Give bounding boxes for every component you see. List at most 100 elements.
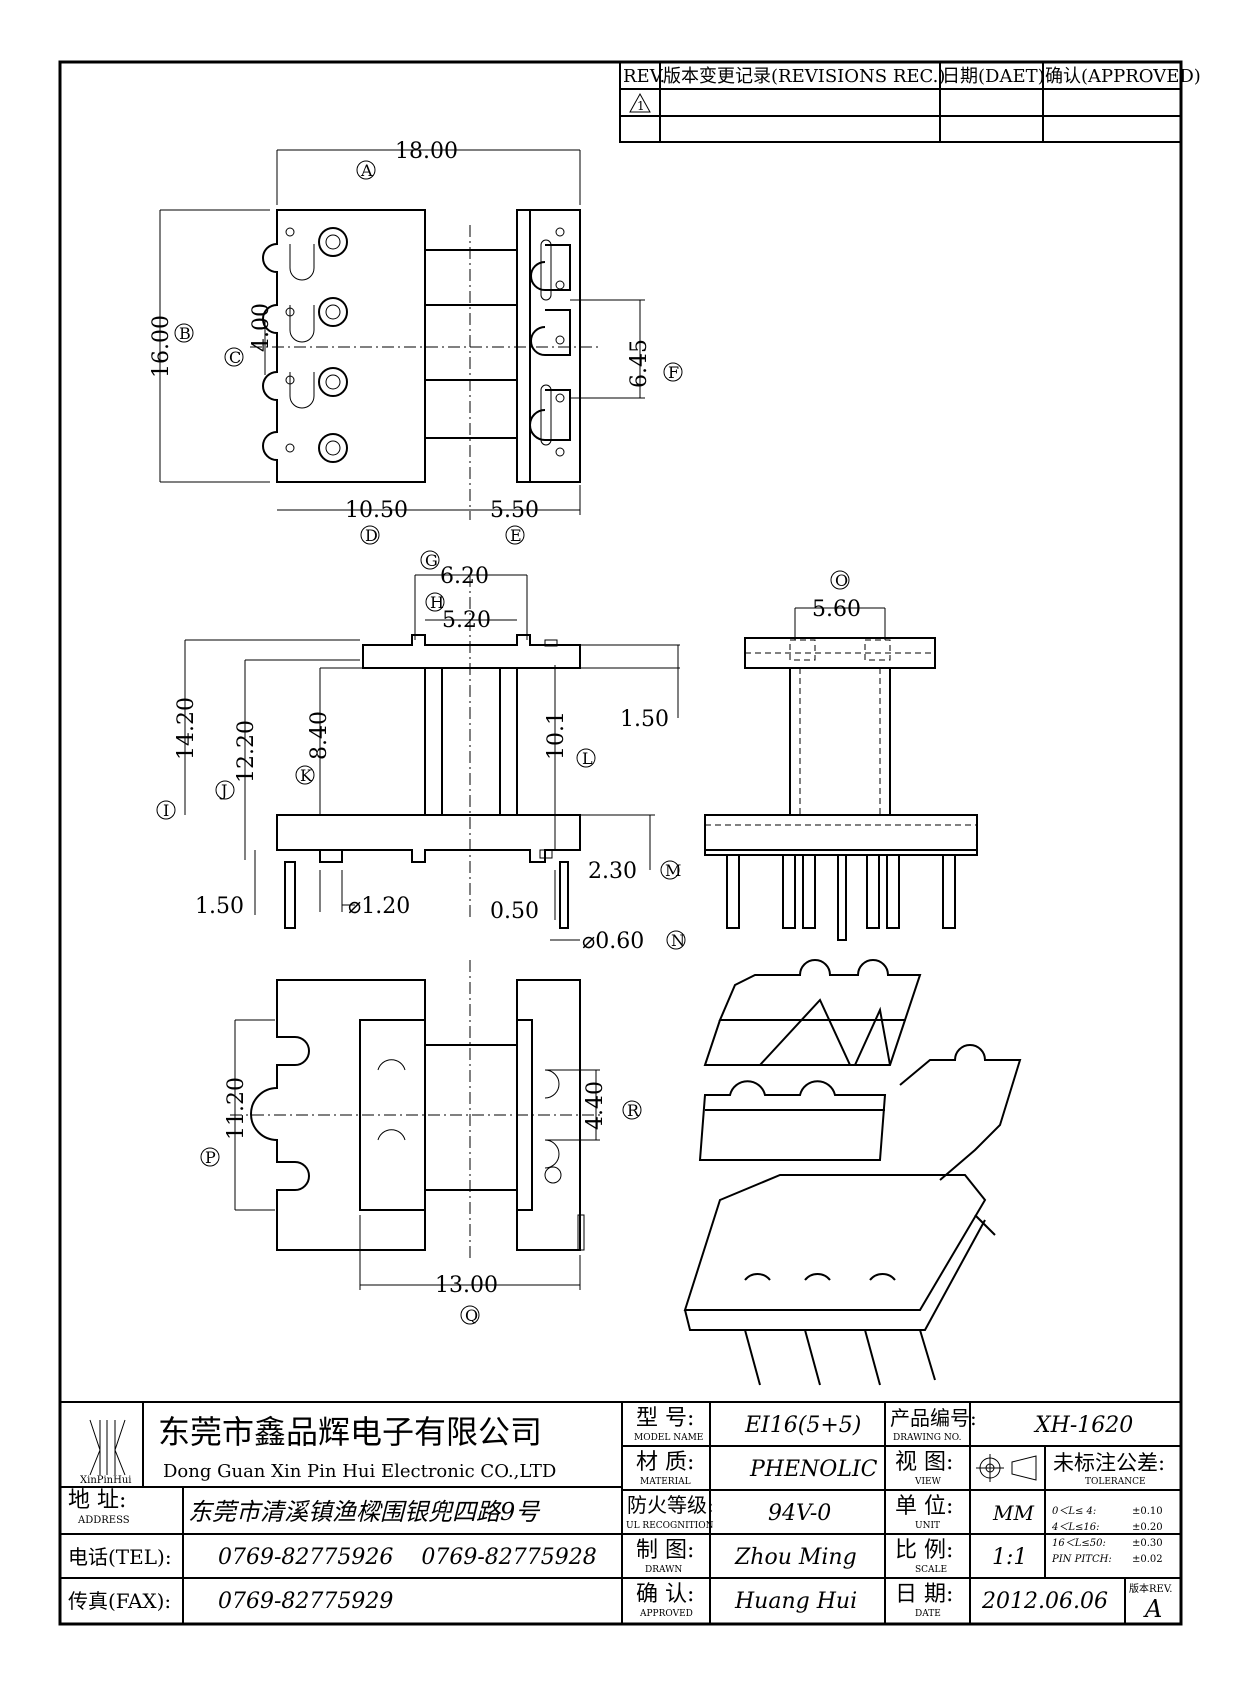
dim-n: ⌀0.60 bbox=[582, 929, 644, 954]
bubble-n: N bbox=[671, 931, 685, 950]
tolerance-range: 16＜L≤50: bbox=[1052, 1538, 1106, 1549]
scale-value: 1:1 bbox=[992, 1545, 1027, 1570]
fire-label: 防火等级: bbox=[627, 1493, 714, 1517]
scale-label-en: SCALE bbox=[915, 1565, 947, 1575]
version-label: 版本REV. bbox=[1129, 1582, 1172, 1595]
drawn-label-en: DRAWN bbox=[645, 1565, 682, 1575]
view-label: 视 图: bbox=[895, 1450, 953, 1475]
dim-d: 10.50 bbox=[345, 498, 408, 523]
tolerance-range: 0＜L≤ 4: bbox=[1052, 1506, 1096, 1517]
bubble-g: G bbox=[425, 551, 438, 570]
tolerance-range: PIN PITCH: bbox=[1051, 1554, 1112, 1565]
address-label: 地 址: bbox=[68, 1488, 126, 1513]
product-no-value: XH-1620 bbox=[1033, 1413, 1133, 1438]
pin-holes-left bbox=[285, 227, 348, 463]
logo-text: XinPinHui bbox=[80, 1475, 131, 1486]
approved-label-en: APPROVED bbox=[639, 1609, 693, 1619]
bubble-j: J bbox=[219, 781, 227, 800]
dim-a: 18.00 bbox=[395, 139, 458, 164]
isometric-view bbox=[683, 959, 1022, 1386]
bubble-k: K bbox=[300, 766, 313, 785]
version-value: A bbox=[1143, 1595, 1162, 1623]
dim-i: 14.20 bbox=[174, 697, 199, 760]
drawn-value: Zhou Ming bbox=[734, 1545, 857, 1570]
approved-header: 确认(APPROVED) bbox=[1045, 66, 1201, 87]
product-no-label-en: DRAWING NO. bbox=[893, 1433, 962, 1443]
rev-mark: 1 bbox=[637, 99, 645, 113]
bubble-c: C bbox=[229, 348, 241, 367]
tolerance-label-en: TOLERANCE bbox=[1085, 1477, 1146, 1487]
tolerance-list: 0＜L≤ 4: ±0.10 4＜L≤16: ±0.20 16＜L≤50: ±0.… bbox=[1051, 1506, 1163, 1565]
dim-l: 10.1 bbox=[544, 711, 569, 760]
bubble-p: P bbox=[205, 1148, 216, 1167]
bubble-b: B bbox=[179, 324, 191, 343]
dim-pin-offset: 0.50 bbox=[490, 899, 539, 924]
material-value: PHENOLIC bbox=[749, 1457, 878, 1482]
projection-symbol-icon bbox=[976, 1454, 1037, 1482]
bubble-m: M bbox=[665, 861, 681, 880]
model-label: 型 号: bbox=[636, 1406, 694, 1431]
dim-r: 4.40 bbox=[583, 1081, 608, 1130]
dim-f: 6.45 bbox=[627, 339, 652, 388]
company-name-cn: 东莞市鑫品辉电子有限公司 bbox=[158, 1413, 542, 1451]
bubble-d: D bbox=[365, 526, 378, 545]
dim-pin-stub: 1.50 bbox=[195, 894, 244, 919]
dim-g: 6.20 bbox=[440, 564, 489, 589]
fax-label: 传真(FAX): bbox=[68, 1589, 171, 1613]
revision-table: REV. 版本变更记录(REVISIONS REC.) 日期(DAET) 确认(… bbox=[619, 61, 1201, 143]
bubble-r: R bbox=[627, 1101, 640, 1120]
tel-label: 电话(TEL): bbox=[68, 1545, 172, 1569]
material-label-en: MATERIAL bbox=[640, 1477, 691, 1487]
bottom-view: 11.20 P 13.00 Q 4.40 R bbox=[200, 960, 642, 1325]
side-view: 6.20 G 5.20 H 14.20 I 12.20 J 8.40 K 10.… bbox=[156, 550, 686, 954]
bubble-i: I bbox=[163, 801, 169, 820]
bubble-l: L bbox=[582, 749, 593, 768]
dim-p: 11.20 bbox=[224, 1077, 249, 1140]
address-label-en: ADDRESS bbox=[77, 1515, 130, 1526]
tolerance-value: ±0.30 bbox=[1132, 1538, 1163, 1549]
dim-o: 5.60 bbox=[812, 597, 861, 622]
dim-k: 8.40 bbox=[307, 711, 332, 760]
date-value: 2012.06.06 bbox=[981, 1589, 1108, 1614]
dim-e: 5.50 bbox=[490, 498, 539, 523]
bubble-h: H bbox=[430, 593, 444, 612]
fire-label-en: UL RECOGNITION bbox=[626, 1521, 714, 1531]
tolerance-range: 4＜L≤16: bbox=[1051, 1522, 1099, 1533]
bubble-a: A bbox=[360, 161, 373, 180]
model-label-en: MODEL NAME bbox=[634, 1433, 703, 1443]
drawn-label: 制 图: bbox=[636, 1538, 694, 1563]
fire-value: 94V-0 bbox=[768, 1501, 831, 1526]
model-value: EI16(5+5) bbox=[744, 1413, 861, 1438]
front-view: 5.60 O bbox=[704, 570, 978, 941]
dim-flange-right: 1.50 bbox=[620, 707, 669, 732]
rev-header: REV. bbox=[623, 66, 665, 87]
tolerance-value: ±0.20 bbox=[1132, 1522, 1163, 1533]
drawing-frame bbox=[58, 60, 1183, 1626]
bubble-o: O bbox=[835, 571, 848, 590]
company-name-en: Dong Guan Xin Pin Hui Electronic CO.,LTD bbox=[163, 1461, 556, 1482]
scale-label: 比 例: bbox=[895, 1538, 953, 1563]
company-logo: XinPinHui bbox=[80, 1419, 131, 1486]
dim-m: 2.30 bbox=[588, 859, 637, 884]
dim-c: 4.00 bbox=[249, 303, 274, 352]
tolerance-label: 未标注公差: bbox=[1053, 1451, 1165, 1475]
dim-pin-dia: ⌀1.20 bbox=[348, 894, 410, 919]
material-label: 材 质: bbox=[636, 1450, 694, 1475]
dim-h: 5.20 bbox=[442, 608, 491, 633]
date-header: 日期(DAET) bbox=[942, 66, 1045, 87]
tel-value: 0769-82775926 0769-82775928 bbox=[218, 1545, 597, 1570]
date-label-en: DATE bbox=[915, 1609, 941, 1619]
bubble-q: Q bbox=[465, 1306, 478, 1325]
date-label: 日 期: bbox=[895, 1582, 953, 1607]
title-block: XinPinHui 东莞市鑫品辉电子有限公司 Dong Guan Xin Pin… bbox=[60, 1401, 1181, 1624]
approved-label: 确 认: bbox=[636, 1582, 694, 1607]
address-value: 东莞市清溪镇渔樑围银兜四路9号 bbox=[188, 1498, 541, 1526]
revisions-header: 版本变更记录(REVISIONS REC.) bbox=[663, 66, 945, 87]
unit-label: 单 位: bbox=[895, 1494, 953, 1519]
rev-triangle-icon bbox=[629, 92, 651, 113]
view-label-en: VIEW bbox=[914, 1477, 942, 1487]
top-view: 18.00 A 16.00 B 4.00 C 10.50 D 5.50 E 6.… bbox=[149, 139, 683, 545]
front-pins bbox=[726, 854, 956, 941]
bubble-f: F bbox=[668, 363, 679, 382]
